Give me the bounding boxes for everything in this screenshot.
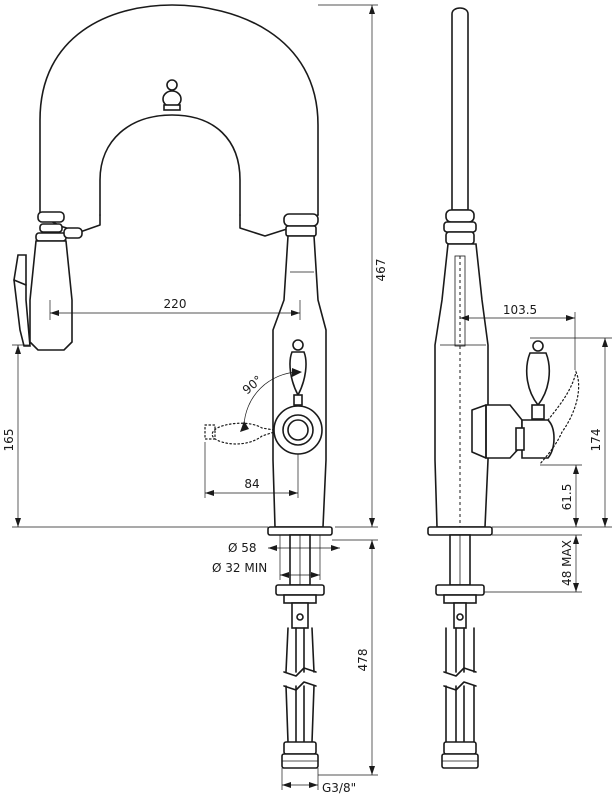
dim-84: 84 (244, 477, 259, 491)
side-ring-1 (445, 209, 475, 223)
lever-rotated-knob (204, 424, 216, 440)
spout-arc-outer (39, 4, 319, 216)
spray-head-lever (13, 254, 31, 347)
hose-clip (63, 227, 83, 239)
dim-478: 478 (356, 649, 370, 672)
dim-220: 220 (164, 297, 187, 311)
hose-upper-right (311, 627, 315, 673)
spray-head-ring-2 (39, 223, 63, 233)
dim-103-5: 103.5 (503, 303, 537, 317)
dim-58: Ø 58 (228, 541, 257, 555)
dimension-labels: 220 467 165 90° 84 Ø 58 Ø 32 MIN 478 G3/… (2, 259, 603, 795)
side-view (427, 7, 580, 769)
cartridge-mid (282, 414, 314, 446)
hose-lower-right (311, 685, 315, 743)
dim-32-min: Ø 32 MIN (212, 561, 267, 575)
cartridge-inner (287, 419, 309, 441)
dimension-lines (12, 4, 612, 790)
base-plate (267, 526, 333, 536)
rotation-arc (243, 371, 299, 427)
hose-lower-left (285, 685, 289, 743)
spray-head-lever-tip (13, 279, 27, 286)
side-lever (515, 340, 555, 459)
dim-61-5: 61.5 (560, 484, 574, 511)
body-top-ring-2 (285, 225, 317, 237)
hose-fitting-side (443, 741, 477, 755)
spout-arc-inner (99, 114, 241, 216)
spray-head-ring-3 (35, 232, 67, 242)
body-top-ring-1 (283, 213, 319, 227)
dim-174: 174 (589, 429, 603, 452)
dim-g38: G3/8" (322, 781, 356, 795)
side-ring-3 (445, 231, 475, 245)
side-ring-2 (443, 221, 477, 233)
dim-165: 165 (2, 429, 16, 452)
spray-head-ring-1 (37, 211, 65, 223)
mounting-nut (275, 584, 325, 596)
arc-finial (162, 79, 182, 111)
side-mounting-nut (435, 584, 485, 596)
side-body (434, 243, 489, 528)
cartridge-outer (273, 405, 323, 455)
dim-48-max: 48 MAX (560, 540, 574, 586)
side-lever-rotated-dotted (539, 370, 580, 465)
front-view (13, 4, 333, 769)
dim-90: 90° (240, 373, 265, 397)
hose-upper-left (285, 627, 289, 673)
side-base-plate (427, 526, 493, 536)
lever-rotated-dotted (211, 422, 275, 445)
side-spout-rod (451, 7, 469, 211)
spray-head (29, 240, 73, 351)
dim-467: 467 (374, 259, 388, 282)
hose-fitting-front (283, 741, 317, 755)
